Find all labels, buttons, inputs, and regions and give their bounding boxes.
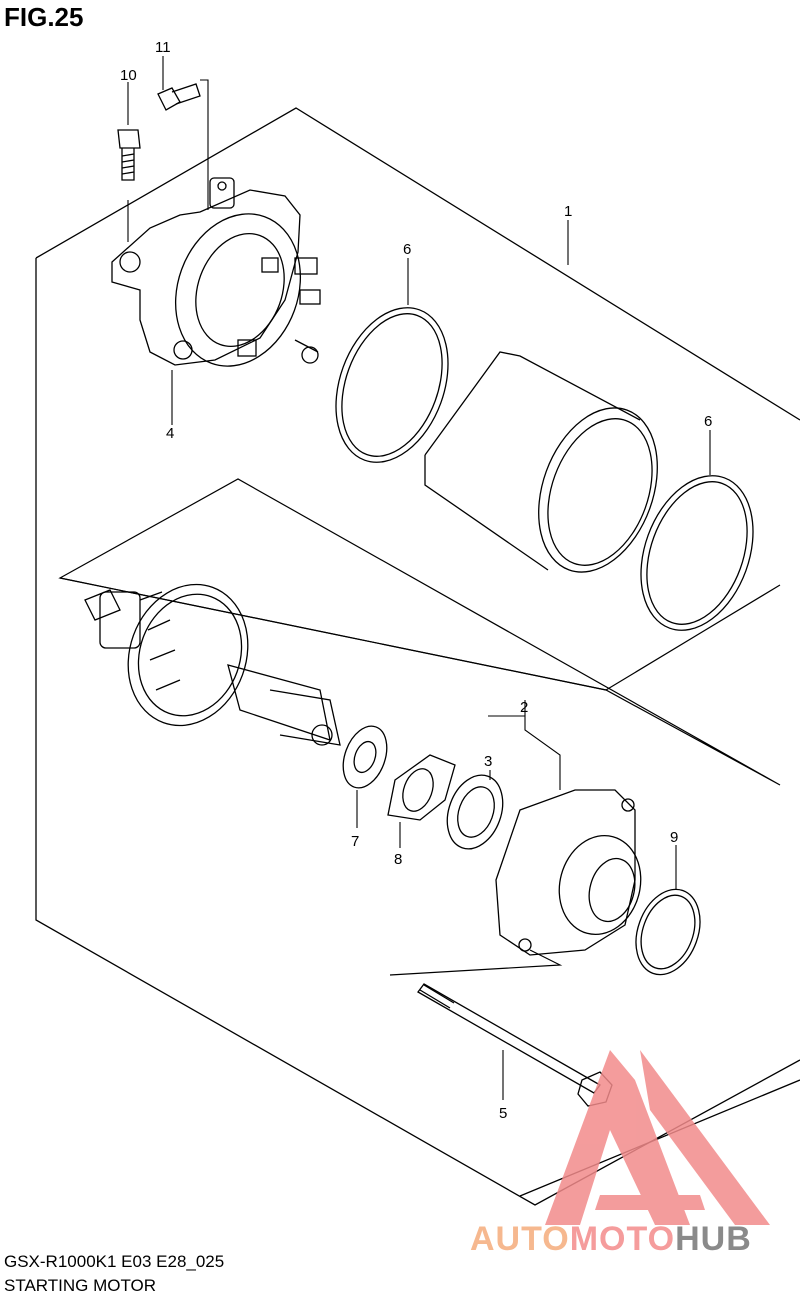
callout-4: 4 — [166, 425, 174, 442]
armature-frame — [58, 478, 781, 786]
yoke-housing-part — [424, 351, 658, 573]
figure-name-caption: STARTING MOTOR — [4, 1276, 157, 1295]
assembly-frame — [35, 107, 800, 421]
through-bolt-part-5 — [417, 983, 613, 1107]
model-caption: GSX-R1000K1 E03 E28_025 — [4, 1252, 225, 1271]
callout-11: 11 — [155, 39, 171, 56]
watermark-hub: HUB — [675, 1220, 752, 1258]
callout-5: 5 — [499, 1105, 507, 1122]
callout-6a: 6 — [403, 241, 411, 258]
callout-6b: 6 — [704, 413, 712, 430]
o-ring-part-9 — [635, 888, 701, 976]
callout-9: 9 — [670, 829, 678, 846]
armature-part — [84, 583, 341, 746]
bearing-part-3 — [446, 774, 504, 850]
callout-8: 8 — [394, 851, 402, 868]
screw-part-10 — [117, 129, 141, 181]
watermark-moto: MOTO — [569, 1220, 676, 1258]
callout-10: 10 — [120, 67, 137, 84]
watermark-auto: AUTO — [470, 1220, 570, 1258]
callout-2: 2 — [520, 699, 528, 716]
watermark-logo-icon — [545, 1050, 770, 1225]
washer-part-7 — [342, 725, 388, 789]
o-ring-part-6b — [640, 475, 754, 631]
figure-title: FIG.25 — [4, 2, 84, 32]
brush-housing-part — [111, 177, 321, 367]
lock-washer-part-8 — [387, 754, 456, 821]
o-ring-part-6a — [335, 307, 449, 463]
callout-3: 3 — [484, 753, 492, 770]
watermark-text: AUTOMOTOHUB — [470, 1220, 752, 1259]
screw-part-11 — [157, 83, 201, 111]
callout-7: 7 — [351, 833, 359, 850]
callout-1: 1 — [564, 203, 572, 220]
end-bracket-part-2 — [495, 789, 642, 956]
